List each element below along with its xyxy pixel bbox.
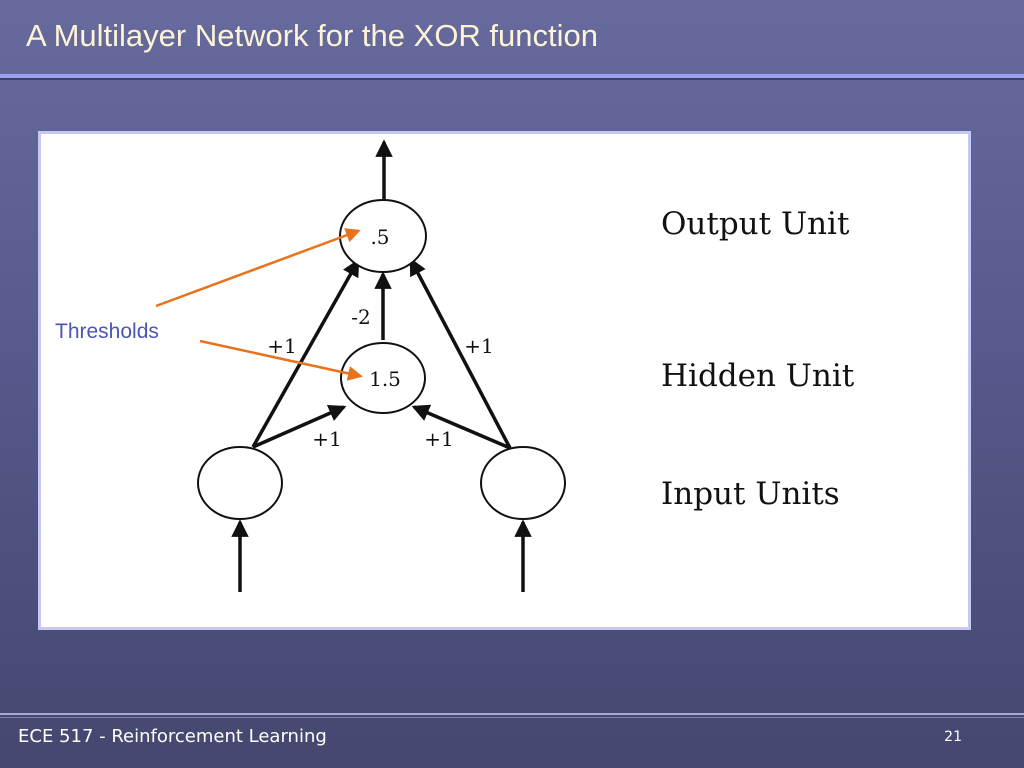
weight-input-left-to-output: +1 [267, 334, 296, 358]
weight-hidden-to-output: -2 [351, 305, 370, 329]
output-unit-label: Output Unit [661, 206, 850, 242]
page-number: 21 [944, 729, 962, 745]
hidden-unit-node [340, 342, 426, 414]
output-unit-node [339, 199, 427, 273]
thresholds-arrow-to-hidden [199, 339, 363, 381]
weight-input-left-to-hidden: +1 [312, 427, 341, 451]
thresholds-arrow-to-output [155, 228, 361, 308]
hidden-threshold-label: 1.5 [369, 367, 401, 391]
course-footer: ECE 517 - Reinforcement Learning [18, 726, 327, 747]
input-units-label: Input Units [661, 476, 840, 512]
footer-divider [0, 713, 1024, 715]
weight-input-right-to-hidden: +1 [424, 427, 453, 451]
output-threshold-label: .5 [370, 225, 389, 249]
slide-title: A Multilayer Network for the XOR functio… [26, 18, 599, 53]
footer-divider-secondary [0, 717, 1024, 718]
title-divider-shadow [0, 78, 1024, 80]
input-unit-left-node [197, 446, 283, 520]
network-diagram: .5 1.5 -2 +1 +1 +1 +1 Output Unit Hidden… [55, 139, 855, 592]
title-divider [0, 74, 1024, 78]
hidden-unit-label: Hidden Unit [661, 358, 855, 394]
thresholds-callout-label: Thresholds [55, 320, 159, 343]
edge-input-right-to-hidden [411, 404, 511, 450]
edge-input-right-to-output [409, 257, 512, 449]
edge-input-left-to-output [251, 258, 360, 448]
input-unit-right-node [480, 446, 566, 520]
weight-input-right-to-output: +1 [464, 334, 493, 358]
xor-network-figure: .5 1.5 -2 +1 +1 +1 +1 Output Unit Hidden… [38, 131, 971, 630]
edge-input-left-to-hidden [252, 404, 347, 449]
